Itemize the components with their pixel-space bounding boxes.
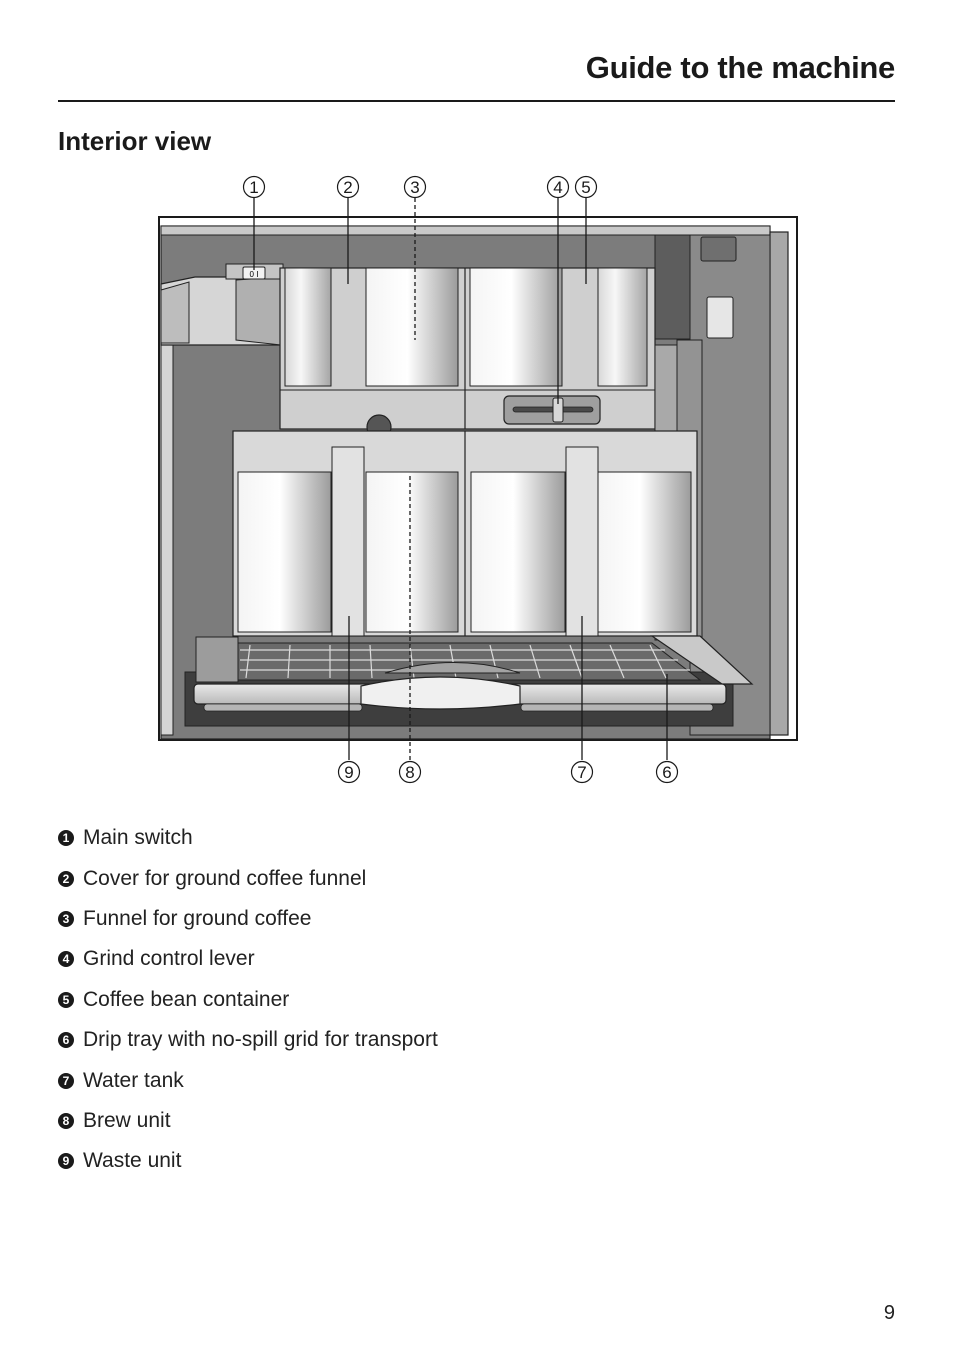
spout-module [160,276,282,346]
switch-label: 0 I [250,270,259,279]
machine-interior-diagram: 0 I [158,175,798,784]
legend-item: 6 Drip tray with no-spill grid for transp… [58,1020,438,1060]
svg-text:3: 3 [410,178,419,197]
svg-text:7: 7 [577,763,586,782]
legend-number: 2 [58,870,74,887]
legend-label: Coffee bean container [83,987,290,1011]
callout-2: 2 [336,175,360,199]
legend-number: 1 [58,830,74,847]
svg-text:5: 5 [581,178,590,197]
legend-number: 6 [58,1032,74,1049]
legend-item: 5 Coffee bean container [58,980,438,1020]
svg-text:8: 8 [405,763,414,782]
callout-9: 9 [337,760,361,784]
legend-number: 8 [58,1112,74,1129]
callout-5: 5 [574,175,598,199]
svg-text:1: 1 [249,178,258,197]
callout-leaders [253,198,668,760]
svg-text:2: 2 [343,178,352,197]
legend-label: Funnel for ground coffee [83,906,312,930]
callout-4: 4 [546,175,570,199]
legend-label: Main switch [83,826,193,850]
legend-number: 5 [58,991,74,1008]
legend-item: 7 Water tank [58,1060,438,1100]
upper-containers [279,267,656,440]
legend-label: Drip tray with no-spill grid for transpo… [83,1028,438,1052]
page-title: Guide to the machine [585,50,896,85]
callout-3: 3 [403,175,427,199]
legend-item: 9 Waste unit [58,1141,438,1181]
callout-7: 7 [570,760,594,784]
legend-number: 4 [58,951,74,968]
legend-label: Cover for ground coffee funnel [83,866,367,890]
section-title: Interior view [58,126,212,156]
title-rule [58,100,895,102]
legend-label: Grind control lever [83,947,255,971]
legend-label: Waste unit [83,1149,182,1173]
legend-item: 8 Brew unit [58,1101,438,1141]
svg-text:4: 4 [553,178,562,197]
svg-text:6: 6 [662,763,671,782]
legend-item: 2 Cover for ground coffee funnel [58,858,438,898]
legend-label: Water tank [83,1068,184,1092]
legend-number: 9 [58,1153,74,1170]
svg-text:9: 9 [344,763,353,782]
legend-item: 3 Funnel for ground coffee [58,899,438,939]
legend-item: 1 Main switch [58,818,438,858]
page-number: 9 [883,1302,895,1324]
parts-legend: 1 Main switch 2 Cover for ground coffee fu… [58,818,438,1182]
legend-item: 4 Grind control lever [58,939,438,979]
main-switch-icon: 0 I [225,263,284,280]
legend-number: 7 [58,1072,74,1089]
callout-1: 1 [242,175,266,199]
legend-number: 3 [58,910,74,927]
drip-tray [184,635,754,727]
lower-containers [232,430,698,637]
legend-label: Brew unit [83,1108,171,1132]
callout-8: 8 [398,760,422,784]
callout-6: 6 [655,760,679,784]
